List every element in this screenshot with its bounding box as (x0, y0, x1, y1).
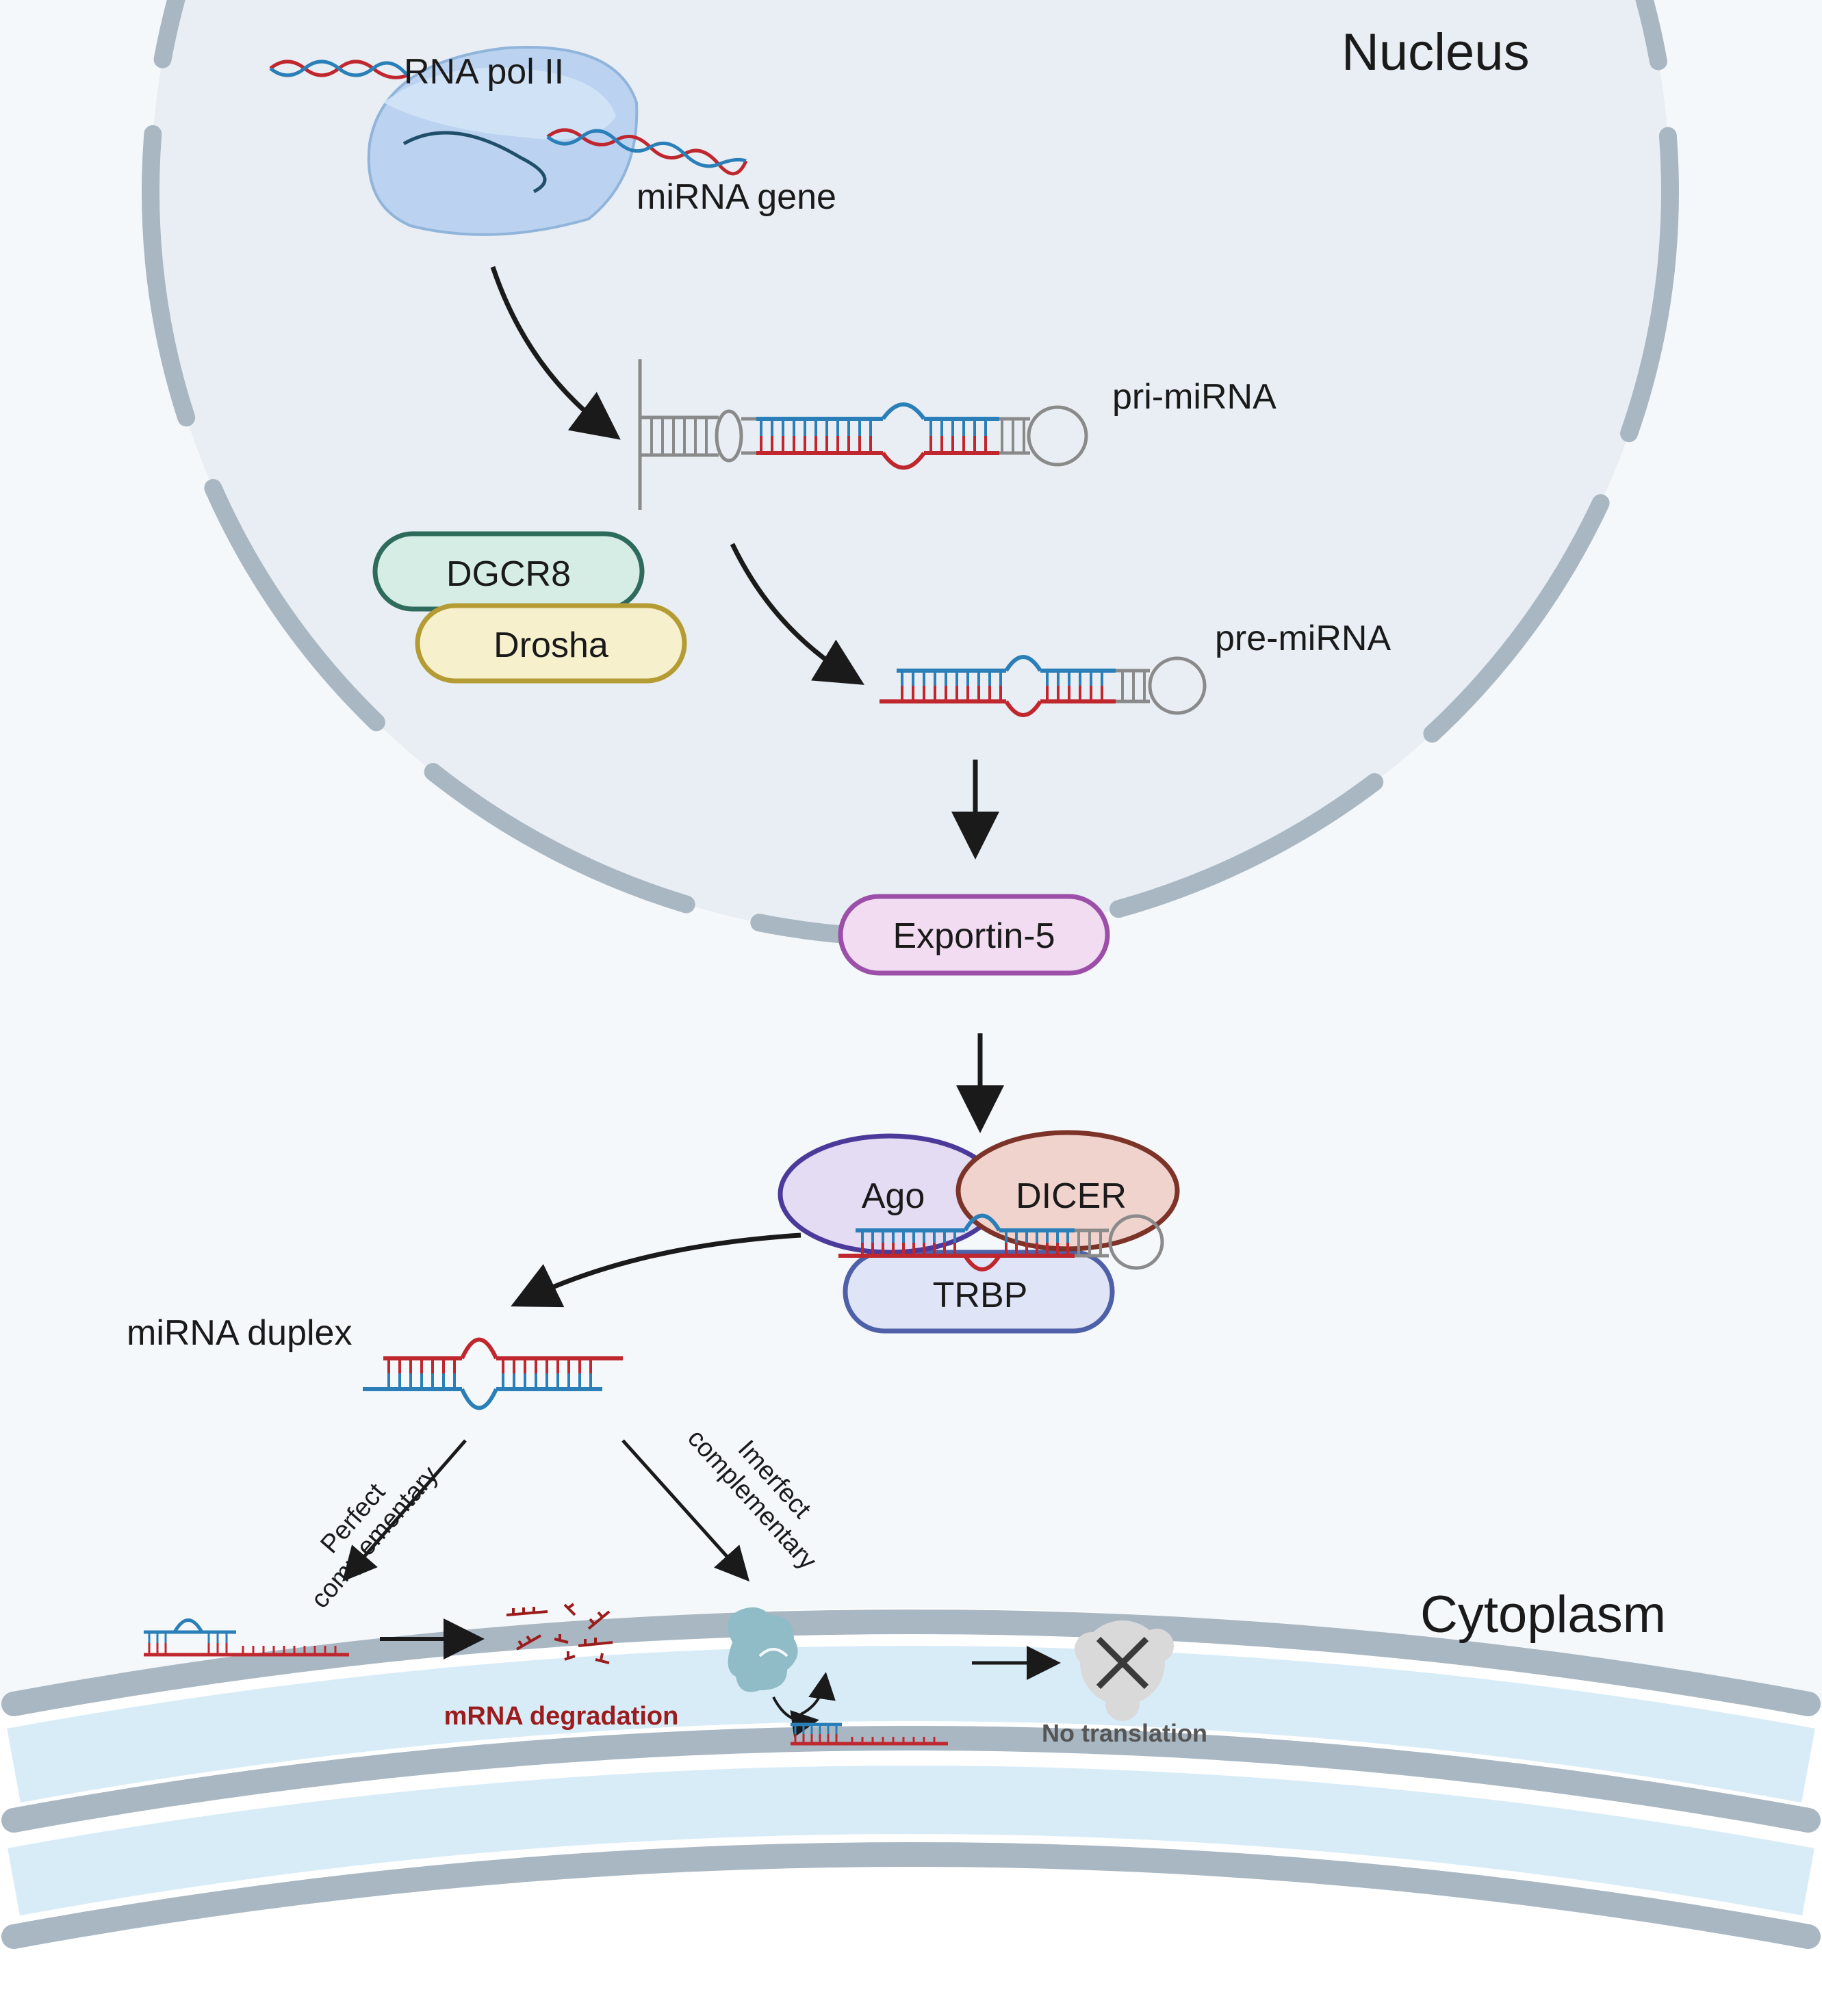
arrow-to-duplex (511, 1232, 801, 1308)
trbp-label: TRBP (933, 1276, 1028, 1315)
nucleus-label: Nucleus (1342, 23, 1530, 81)
pri-mirna-structure (638, 359, 1088, 510)
mirna-duplex-structure (363, 1337, 623, 1410)
ribosome (728, 1607, 798, 1692)
dicer-label: DICER (1016, 1176, 1127, 1216)
dgcr8-protein: DGCR8 (372, 531, 645, 612)
exportin-5-protein: Exportin-5 (838, 894, 1110, 976)
pre-mirna-structure (880, 655, 1207, 717)
nucleus-body (151, 0, 1670, 938)
mrna-fragments (506, 1603, 613, 1664)
drosha-label: Drosha (493, 625, 608, 665)
dna-helix (269, 60, 748, 176)
ago-label: Ago (862, 1176, 925, 1216)
arrow-perfect-branch (342, 1439, 467, 1582)
mirna-duplex-label: miRNA duplex (127, 1313, 352, 1353)
exportin-5-label: Exportin-5 (893, 916, 1055, 956)
no-translation-label: No translation (1042, 1719, 1207, 1747)
pri-mirna-label: pri-miRNA (1112, 377, 1276, 417)
arrow-drosha-processing (730, 543, 864, 685)
mrna-degradation-label: mRNA degradation (444, 1702, 679, 1731)
trbp-protein (843, 1250, 1115, 1334)
rna-pol-ii-label: RNA pol II (404, 52, 564, 92)
dgcr8-label: DGCR8 (446, 554, 571, 594)
cell-membrane (0, 1608, 1822, 2016)
blocked-protein-icon (1075, 1620, 1174, 1721)
perfect-match-rna (144, 1618, 349, 1657)
imperfect-match-rna (791, 1722, 948, 1746)
dicer-complex: Ago DICER TRBP (778, 1130, 1180, 1334)
pre-mirna-label: pre-miRNA (1215, 619, 1391, 658)
mirna-gene-label: miRNA gene (637, 177, 836, 217)
arrow-imperfect-branch (621, 1439, 750, 1582)
ribosome-bind-arrow (772, 1696, 819, 1737)
drosha-protein: Drosha (415, 603, 687, 684)
rna-polymerase-ii (367, 46, 639, 236)
arrow-transcription (490, 266, 621, 440)
cytoplasm-label: Cytoplasm (1420, 1586, 1666, 1644)
